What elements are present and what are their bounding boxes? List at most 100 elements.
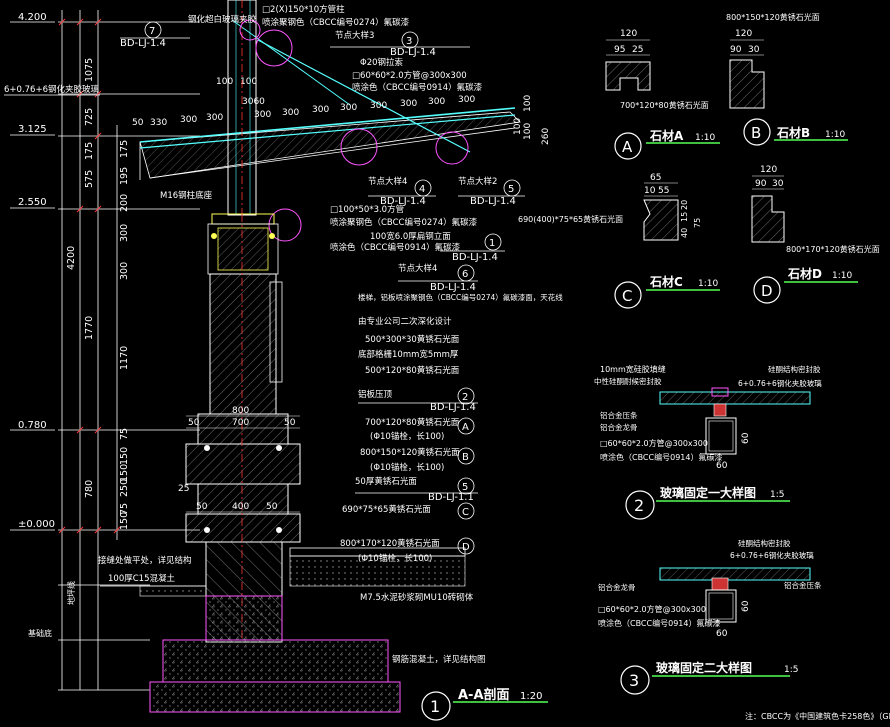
dim-300-3: 300 <box>254 110 271 120</box>
stone-C-circle: C <box>622 287 632 305</box>
label-column-tube: □2(X)150*10方管柱 <box>262 4 345 15</box>
dim-330: 330 <box>150 118 167 128</box>
callout-3: 3 BD-LJ-1.4 <box>330 31 470 58</box>
stone-C-title: 石材C <box>649 274 683 289</box>
glass1-circle: 2 <box>634 496 644 515</box>
label-stone-500x300: 500*300*30黄锈石光面 <box>365 334 460 345</box>
label-glass-edge: 钢化超白玻璃夹胶 <box>188 14 257 25</box>
callout-D: D <box>457 537 475 555</box>
label-tube-grid: □60*60*2.0方管@300x300 <box>352 70 467 81</box>
dim-75b: 75 <box>119 503 130 515</box>
stone-D-d2: 30 <box>772 179 784 189</box>
callout-5-num: 5 <box>508 184 514 195</box>
dim-780: 780 <box>84 480 95 498</box>
callout-1-num: 1 <box>489 238 495 249</box>
callout-4-ref: BD-LJ-1.4 <box>380 196 426 207</box>
callout-5b: 5 BD-LJ-1.1 <box>355 477 478 503</box>
callout-B: B <box>457 447 475 465</box>
callout-5: 5 BD-LJ-1.4 <box>458 179 525 207</box>
glass1-d1: 60 <box>716 461 728 471</box>
col-dim-25: 25 <box>178 484 189 494</box>
section-scale: 1:20 <box>520 691 542 702</box>
dim-1075: 1075 <box>84 58 95 82</box>
section-title: A-A剖面 <box>458 687 510 703</box>
dim-300b: 300 <box>119 262 130 280</box>
section-title-block: 1 A-A剖面 1:20 <box>421 687 548 721</box>
col-dim-800: 800 <box>232 406 249 416</box>
glass1-n5: 铝合金龙骨 <box>600 422 638 432</box>
glass2-title: 玻璃固定二大样图 <box>656 660 752 675</box>
callout-7-ref: BD-LJ-1.4 <box>120 38 166 49</box>
label-stone-690: 690*75*65黄锈石光面 <box>342 504 431 515</box>
callout-6: 6 BD-LJ-1.4 <box>398 264 478 293</box>
stone-A-note: 700*120*80黄锈石光面 <box>620 100 709 110</box>
callout-B-letter: B <box>462 452 469 463</box>
dim-300-10: 300 <box>458 95 475 105</box>
stone-C-h1: 15 <box>680 212 689 222</box>
label-stone-50: 50厚黄锈石光面 <box>355 476 417 487</box>
dim-300-2: 300 <box>206 113 223 123</box>
dim-575: 575 <box>84 170 95 188</box>
callout-1: 1 BD-LJ-1.4 <box>440 233 505 263</box>
stone-A-d2: 25 <box>632 45 643 55</box>
callout-4-num: 4 <box>419 184 425 195</box>
label-paint-4: 喷涂色（CBCC编号0914）氟碳漆 <box>330 242 461 253</box>
callout-1-ref: BD-LJ-1.4 <box>452 252 498 263</box>
label-rc-foundation: 钢筋混凝土，详见结构图 <box>392 654 486 665</box>
elevation-glass-note: 6+0.76+6钢化夹胶玻璃 <box>4 84 99 95</box>
col-dim-700: 700 <box>232 418 249 428</box>
callout-2-num: 2 <box>462 392 468 403</box>
stone-B-title: 石材B <box>776 125 810 140</box>
callout-A: A <box>457 417 475 435</box>
ground-and-foundation <box>100 547 466 713</box>
label-bolt-1: (Φ10锚栓，长100) <box>370 431 444 442</box>
callout-5-ref: BD-LJ-1.4 <box>470 196 516 207</box>
stone-pier <box>185 213 301 643</box>
label-beam-tube: □100*50*3.0方管 <box>330 204 404 215</box>
callout-C-letter: C <box>462 507 469 518</box>
glass1-scale: 1:5 <box>770 490 784 500</box>
dim-300a: 300 <box>119 224 130 242</box>
stone-C-detail: 65 55 10 15 20 40 75 690(400)*75*65黄锈石光面… <box>518 173 720 309</box>
glass2-n6: 喷涂色（CBCC编号0914）氟碳漆 <box>598 618 720 628</box>
stone-C-w2: 55 <box>658 186 669 196</box>
label-paint-3: 喷涂聚钢色（CBCC编号0274）氟碳漆 <box>330 217 478 228</box>
col-dim-50b: 50 <box>284 418 296 428</box>
stone-C-scale: 1:10 <box>698 279 718 289</box>
callout-2-ref: BD-LJ-1.4 <box>430 402 476 413</box>
glass1-title: 玻璃固定一大样图 <box>660 485 756 500</box>
callout-C: C <box>457 502 475 520</box>
col-dim-400: 400 <box>232 502 249 512</box>
elevation-markers: 4.200 6+0.76+6钢化夹胶玻璃 3.125 2.550 0.780 ±… <box>4 12 100 531</box>
callout-3-ref: BD-LJ-1.4 <box>390 47 436 58</box>
glass2-d1: 60 <box>716 629 728 639</box>
glass2-n2: 6+0.76+6钢化夹胶玻璃 <box>730 550 814 560</box>
stone-C-h2: 20 <box>680 200 689 210</box>
dim-300-6: 300 <box>340 103 357 113</box>
stone-B-w: 120 <box>735 29 752 39</box>
dim-300-4: 300 <box>282 108 299 118</box>
glass1-n2: 中性硅酮耐候密封胶 <box>594 376 662 386</box>
dim-100c: 100 <box>523 123 533 140</box>
stone-A-title: 石材A <box>649 128 684 143</box>
stone-B-circle: B <box>751 124 761 142</box>
label-stone-700: 700*120*80黄锈石光面 <box>365 417 460 428</box>
callout-A-letter: A <box>462 422 469 433</box>
stone-A-d1: 95 <box>614 45 625 55</box>
stone-A-detail: 120 95 25 700*120*80黄锈石光面 A 石材A 1:10 <box>605 29 720 160</box>
ground-line-label: 地坪线 <box>66 581 76 605</box>
glass1-n6: □60*60*2.0方管@300x300 <box>600 438 708 448</box>
elevation-2550: 2.550 <box>18 197 47 208</box>
label-grille: 底部格栅10mm宽5mm厚 <box>358 349 459 360</box>
stone-A-scale: 1:10 <box>695 133 715 143</box>
label-stone-800x170: 800*170*120黄锈石光面 <box>340 538 440 549</box>
col-dim-50c: 50 <box>196 502 208 512</box>
label-deepen: 由专业公司二次深化设计 <box>358 316 452 327</box>
canopy-roof <box>139 19 521 180</box>
dim-300-1: 300 <box>180 115 197 125</box>
label-joint: 接缝处做平处，详见结构 <box>98 555 192 566</box>
label-node3: 节点大样3 <box>335 30 374 41</box>
glass-detail-2: 硅酮结构密封胶 6+0.76+6钢化夹胶玻璃 铝合金龙骨 铝合金压条 □60*6… <box>598 538 822 695</box>
stone-C-w3: 10 <box>644 186 656 196</box>
col-dim-50d: 50 <box>266 502 278 512</box>
